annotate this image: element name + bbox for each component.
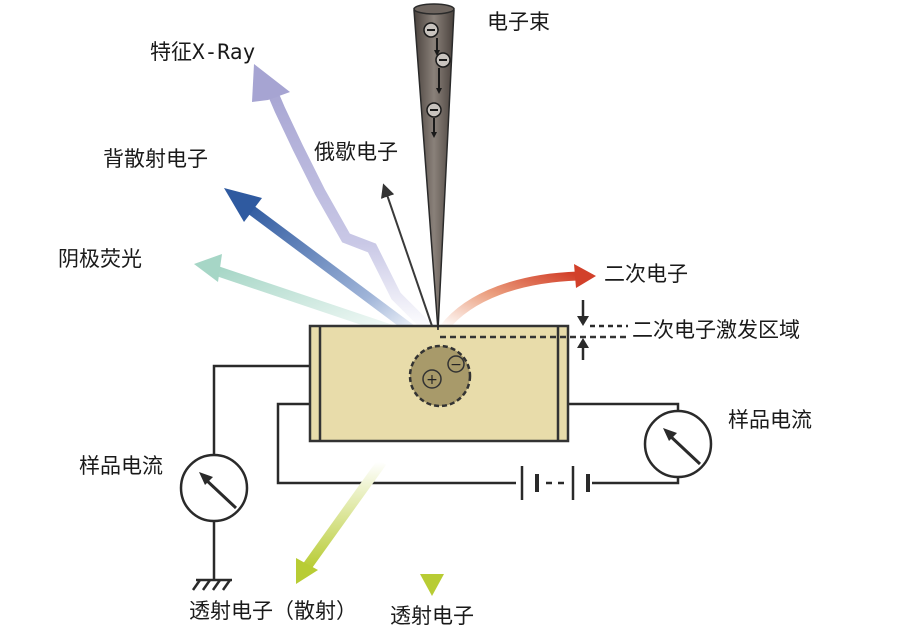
ammeter-right <box>643 409 713 479</box>
transmitted-arrow <box>420 460 444 596</box>
transmitted-label: 透射电子 <box>390 604 474 628</box>
excitation-region-label: 二次电子激发区域 <box>632 318 800 342</box>
backscatter-label: 背散射电子 <box>103 147 208 171</box>
transmitted-scatter-label: 透射电子（散射） <box>189 599 357 623</box>
xray-arrow <box>252 64 434 334</box>
electron-symbol: − <box>450 357 462 373</box>
sample-current-left-label: 样品电流 <box>79 454 163 478</box>
electron-beam <box>413 3 455 331</box>
beam-label: 电子束 <box>487 10 550 34</box>
cathodoluminescence-label: 阴极荧光 <box>58 247 142 271</box>
xray-label: 特征X-Ray <box>150 40 256 64</box>
interaction-volume: + − <box>408 344 472 408</box>
ammeter-left <box>179 453 249 523</box>
hole-symbol: + <box>426 372 438 388</box>
secondary-electron-arrow <box>440 264 596 331</box>
depth-indicator <box>577 300 628 360</box>
transmitted-scatter-arrow <box>296 459 387 584</box>
backscatter-arrow <box>224 188 423 341</box>
auger-arrow <box>381 183 433 327</box>
ground-symbol <box>191 578 232 591</box>
secondary-electron-label: 二次电子 <box>604 262 688 286</box>
sample-current-right-label: 样品电流 <box>728 408 812 432</box>
auger-label: 俄歇电子 <box>314 140 398 164</box>
battery-symbol <box>520 466 590 500</box>
